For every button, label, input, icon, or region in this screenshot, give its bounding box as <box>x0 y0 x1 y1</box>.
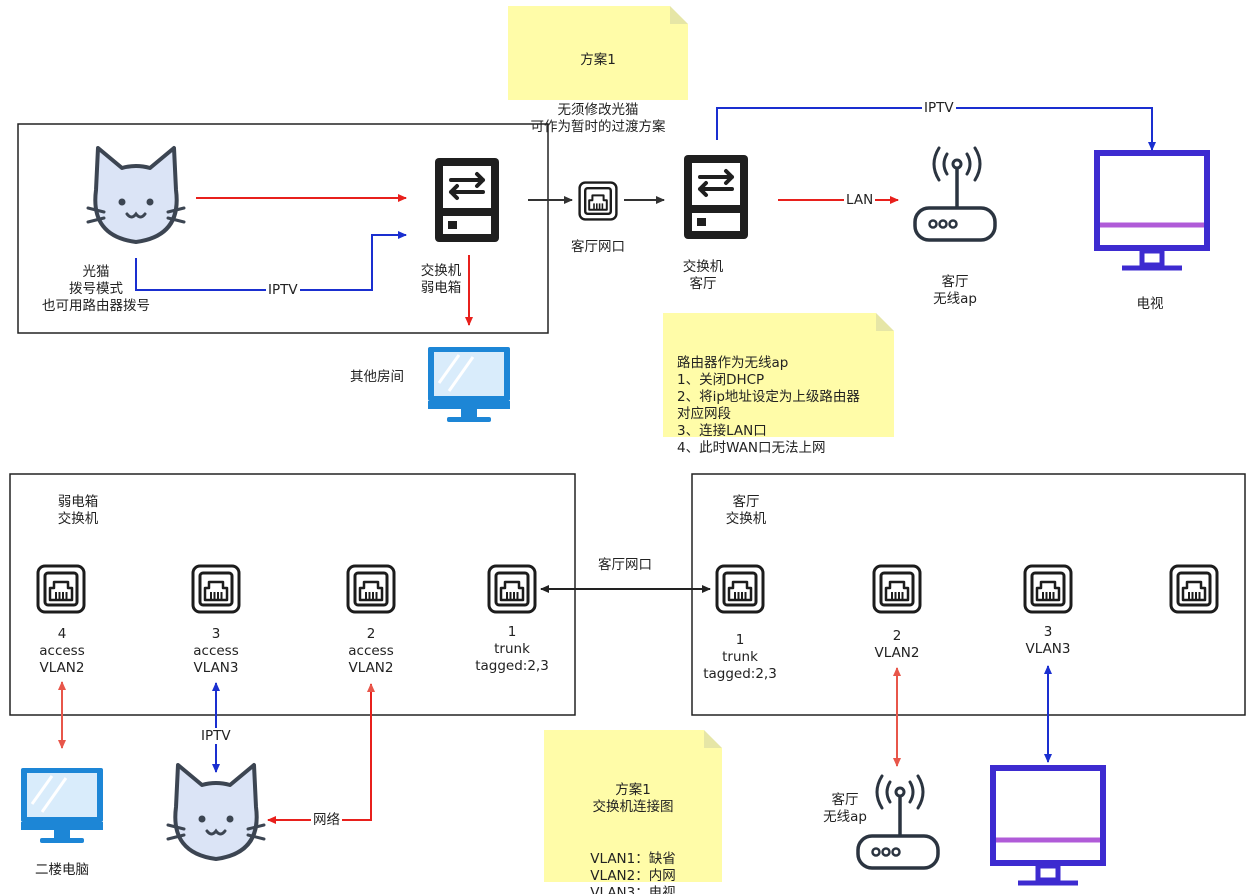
other-room-pc-icon <box>426 345 512 424</box>
left-port-1-icon <box>487 564 537 614</box>
iptv-bottom-label: IPTV <box>199 728 233 744</box>
livingroom-tv-bottom-icon <box>993 768 1103 883</box>
left-port-2-label: 2 access VLAN2 <box>348 626 394 676</box>
iptv-edge-label-1: IPTV <box>266 282 300 298</box>
modem-label: 光猫 拨号模式 也可用路由器拨号 <box>42 264 150 314</box>
top-left-box <box>17 123 549 334</box>
iptv-edge-label-2: IPTV <box>922 100 956 116</box>
livingroom-port-label: 客厅网口 <box>571 239 625 255</box>
right-port-2-label: 2 VLAN2 <box>874 628 920 661</box>
right-port-2-icon <box>872 564 922 614</box>
left-port-3-icon <box>191 564 241 614</box>
switch-livingroom-label: 交换机 客厅 <box>682 259 724 292</box>
modem-cat-bottom-icon <box>166 763 266 861</box>
note-plan1: 方案1 无须修改光猫 可作为暂时的过渡方案 <box>508 6 688 135</box>
trunk-link-label: 客厅网口 <box>596 557 654 573</box>
left-port-2-icon <box>346 564 396 614</box>
network-label: 网络 <box>311 812 342 828</box>
left-port-4-icon <box>36 564 86 614</box>
right-port-1-label: 1 trunk tagged:2,3 <box>703 632 777 682</box>
tv-icon <box>1097 153 1207 268</box>
switch-weakbox-icon <box>433 156 501 244</box>
switch-livingroom-icon <box>682 153 750 241</box>
ap-label: 客厅 无线ap <box>933 274 977 307</box>
note-router-ap: 路由器作为无线ap 1、关闭DHCP 2、将ip地址设定为上级路由器 对应网段 … <box>663 313 894 456</box>
other-rooms-label: 其他房间 <box>350 369 404 385</box>
right-port-3-icon <box>1023 564 1073 614</box>
right-port-3-label: 3 VLAN3 <box>1025 624 1071 657</box>
second-floor-pc-icon <box>19 766 105 845</box>
modem-cat-icon <box>86 146 186 244</box>
router-icon <box>913 146 997 242</box>
note-fold <box>876 313 894 331</box>
lan-edge-label: LAN <box>844 192 876 208</box>
bottom-right-box <box>691 473 1246 716</box>
left-port-4-label: 4 access VLAN2 <box>39 626 85 676</box>
note-switch-diagram-title: 方案1 交换机连接图 <box>592 782 674 815</box>
livingroom-port-icon <box>578 181 618 221</box>
right-box-title: 客厅 交换机 <box>725 494 767 527</box>
note-fold <box>670 6 688 24</box>
right-port-1-icon <box>715 564 765 614</box>
note-fold <box>704 730 722 748</box>
ap-bottom-label: 客厅 无线ap <box>823 792 867 825</box>
note-plan1-body: 无须修改光猫 可作为暂时的过渡方案 <box>530 102 666 135</box>
left-port-1-label: 1 trunk tagged:2,3 <box>475 624 549 674</box>
right-port-4-icon <box>1169 564 1219 614</box>
second-floor-pc-label: 二楼电脑 <box>35 862 89 878</box>
switch-weakbox-label: 交换机 弱电箱 <box>420 263 462 296</box>
note-switch-diagram-body: VLAN1：缺省 VLAN2：内网 VLAN3：电视 <box>590 851 676 894</box>
port2-modem-network-link <box>267 683 375 824</box>
note-switch-diagram: 方案1 交换机连接图 VLAN1：缺省 VLAN2：内网 VLAN3：电视 <box>544 730 722 894</box>
left-port-3-label: 3 access VLAN3 <box>193 626 239 676</box>
note-plan1-title: 方案1 <box>580 52 616 68</box>
left-box-title: 弱电箱 交换机 <box>57 494 99 527</box>
iptv-link-top <box>135 231 407 291</box>
tv-label: 电视 <box>1136 296 1164 312</box>
note-router-ap-body: 路由器作为无线ap 1、关闭DHCP 2、将ip地址设定为上级路由器 对应网段 … <box>677 355 860 456</box>
